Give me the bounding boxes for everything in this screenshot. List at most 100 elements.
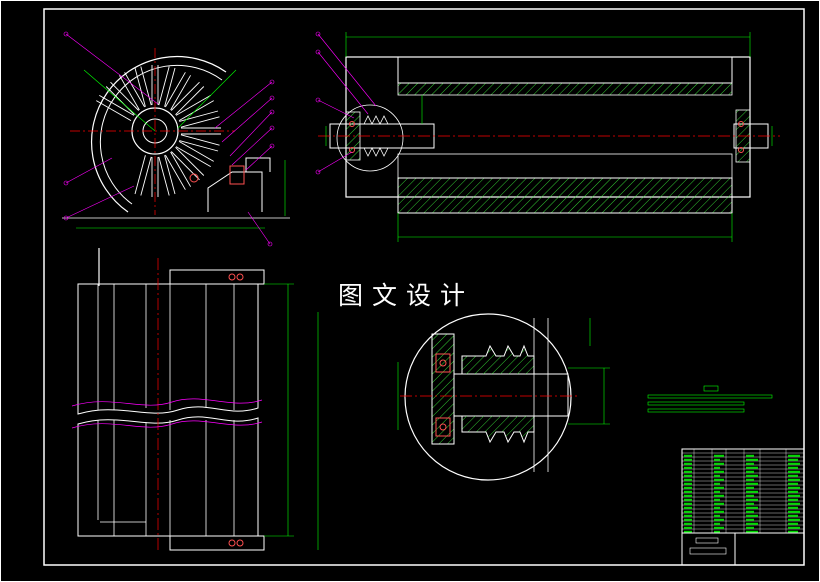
- title-block-entry: [746, 482, 758, 485]
- spoke-edge: [179, 140, 219, 152]
- front-section-view: [315, 31, 780, 242]
- title-block-entry: [684, 502, 692, 505]
- dimension-radius-left: [83, 69, 156, 132]
- spoke-edge: [170, 151, 200, 181]
- title-block-entry: [684, 478, 692, 481]
- title-block-entry: [714, 482, 720, 485]
- spoke-edge: [165, 154, 186, 190]
- title-block-entry: [684, 526, 692, 529]
- title-block-entry: [714, 490, 720, 493]
- title-block-entry: [714, 502, 724, 505]
- detail-shaft: [453, 373, 569, 417]
- spoke-edge: [134, 67, 146, 107]
- pulley-grooves-top: [363, 115, 389, 125]
- title-block-entry: [788, 514, 798, 517]
- spoke-edge: [170, 151, 191, 187]
- title-block-entry: [684, 466, 692, 469]
- spoke-edge: [134, 155, 146, 195]
- title-block-entry: [746, 526, 754, 529]
- title-block-entry: [684, 498, 692, 501]
- drum-upper-hatch: [397, 82, 733, 96]
- detail-bearing-lower: [435, 417, 451, 437]
- break-line-upper: [71, 398, 263, 407]
- detail-circle: [404, 313, 572, 481]
- title-block-name-box: [695, 537, 719, 544]
- motor-housing: [245, 157, 271, 172]
- title-block-entry: [684, 458, 692, 461]
- title-block-entry: [746, 490, 758, 493]
- title-block-entry: [714, 506, 720, 509]
- title-block-entry: [788, 522, 798, 525]
- spoke-edge: [179, 110, 219, 122]
- title-block-entry: [746, 514, 758, 517]
- top-view-bearing-marks: [228, 273, 244, 547]
- detail-view: [397, 313, 610, 481]
- title-block-entry: [684, 530, 692, 533]
- front-view-balloons: [315, 31, 321, 175]
- spoke-edge: [170, 81, 200, 111]
- title-block-entry: [788, 454, 800, 457]
- spoke-edge: [140, 156, 152, 196]
- top-view-slats: [97, 284, 235, 536]
- spoke-edge: [175, 95, 211, 116]
- drum-spokes: [96, 65, 221, 197]
- title-block-entry: [746, 478, 754, 481]
- title-block-entry: [684, 494, 692, 497]
- spoke-edge: [175, 146, 205, 176]
- title-block-entry: [684, 454, 692, 457]
- title-block-entry: [788, 490, 798, 493]
- title-block-entry: [684, 522, 692, 525]
- spoke-edge: [165, 72, 186, 108]
- dimension-radius-right: [177, 69, 237, 129]
- title-block-entry: [746, 470, 754, 473]
- bearing-block: [229, 165, 245, 185]
- title-block-entry: [746, 454, 754, 457]
- spoke-edge: [175, 86, 205, 116]
- drum-inner-arc: [99, 64, 223, 205]
- spoke-edge: [140, 66, 152, 106]
- title-block-entry: [684, 486, 692, 489]
- detail-indicator-circle: [336, 104, 404, 172]
- title-block-entry: [746, 474, 758, 477]
- top-view-upper-body: [77, 283, 259, 415]
- spoke-edge: [110, 81, 140, 111]
- title-block-entry: [714, 458, 720, 461]
- title-block-entry: [746, 502, 754, 505]
- title-block-entry: [788, 470, 800, 473]
- title-block: [681, 448, 805, 566]
- title-block-entry: [788, 498, 798, 501]
- detail-bearing-upper: [435, 353, 451, 373]
- title-block-entry: [788, 462, 800, 465]
- title-block-entry: [714, 478, 724, 481]
- spoke-edge: [180, 116, 220, 128]
- title-block-entry: [788, 474, 798, 477]
- side-view-balloons: [63, 31, 275, 247]
- support-bracket: [207, 171, 263, 212]
- title-block-entry: [714, 498, 720, 501]
- title-block-entry: [746, 506, 758, 509]
- side-view-leaders: [65, 33, 273, 245]
- title-block-entry: [746, 494, 754, 497]
- title-block-entry: [684, 490, 692, 493]
- title-block-entry: [788, 526, 800, 529]
- title-block-entry: [714, 518, 724, 521]
- spoke-edge: [170, 75, 191, 111]
- drum-lower-shell: [397, 153, 733, 179]
- title-block-entry: [746, 522, 758, 525]
- title-block-entry: [684, 474, 692, 477]
- title-block-entry: [746, 530, 758, 533]
- top-bearing-housing: [169, 269, 265, 285]
- title-block-entry: [714, 510, 724, 513]
- title-block-entry: [746, 462, 754, 465]
- title-block-entry: [788, 458, 798, 461]
- spoke-edge: [158, 66, 170, 106]
- detail-pulley-lower: [461, 416, 535, 444]
- top-view-lower-body: [77, 416, 259, 537]
- bottom-bearing-housing: [169, 535, 265, 551]
- title-block-entry: [788, 466, 798, 469]
- pulley-grooves-bottom: [363, 147, 389, 157]
- title-block-entry: [746, 498, 758, 501]
- title-block-entry: [746, 518, 754, 521]
- title-block-frame: [681, 448, 805, 566]
- spoke-edge: [105, 86, 135, 116]
